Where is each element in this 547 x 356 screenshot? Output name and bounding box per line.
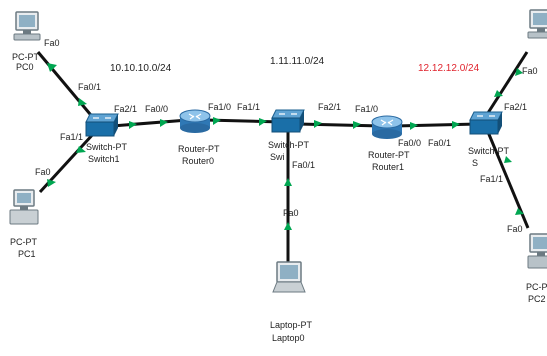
device-name-label: PC0 xyxy=(16,62,34,72)
device-type-label: Laptop-PT xyxy=(270,320,313,330)
link-light xyxy=(314,120,322,128)
device-name-label: Router1 xyxy=(372,162,404,172)
device-name-label: Swi xyxy=(270,152,285,162)
link-light xyxy=(47,179,56,187)
link-light xyxy=(504,156,512,163)
device-name-label: Switch1 xyxy=(88,154,120,164)
link-light xyxy=(259,118,267,126)
port-label: Fa0 xyxy=(522,66,538,76)
link-light xyxy=(213,117,221,125)
port-label: Fa2/1 xyxy=(114,104,137,114)
port-label: Fa1/0 xyxy=(355,104,378,114)
port-label: Fa1/0 xyxy=(208,102,231,112)
port-label: Fa0 xyxy=(507,224,523,234)
router-icon[interactable] xyxy=(179,109,211,133)
port-label: Fa2/1 xyxy=(318,102,341,112)
port-label: Fa0 xyxy=(35,167,51,177)
pc-icon[interactable] xyxy=(9,189,39,225)
subnet-right-label: 12.12.12.0/24 xyxy=(418,63,480,74)
link-light xyxy=(410,122,418,130)
link-router1-switchright[interactable] xyxy=(394,122,479,128)
link-switchmid-router1[interactable] xyxy=(297,122,383,128)
link-light xyxy=(160,119,168,127)
link-light xyxy=(353,121,361,129)
device-type-label: Switch-PT xyxy=(86,142,128,152)
link-switchright-pc3[interactable] xyxy=(484,51,529,117)
device-name-label: S xyxy=(472,158,478,168)
port-label: Fa1/1 xyxy=(60,132,83,142)
link-light xyxy=(284,178,292,186)
port-label: Fa0 xyxy=(44,38,60,48)
port-label: Fa0/1 xyxy=(292,160,315,170)
pc-icon[interactable] xyxy=(527,9,547,39)
link-light xyxy=(129,121,137,129)
link-light xyxy=(47,63,57,72)
port-label: Fa0/0 xyxy=(398,138,421,148)
laptop-icon[interactable] xyxy=(272,261,306,293)
port-label: Fa2/1 xyxy=(504,102,527,112)
link-light xyxy=(452,121,460,129)
port-label: Fa1/1 xyxy=(480,174,503,184)
link-light xyxy=(76,146,86,153)
switch-icon[interactable] xyxy=(85,113,119,137)
port-label: Fa0 xyxy=(283,208,299,218)
port-label: Fa0/1 xyxy=(78,82,101,92)
link-light xyxy=(494,90,503,97)
pc-icon[interactable] xyxy=(13,11,41,41)
subnet-left-label: 10.10.10.0/24 xyxy=(110,63,172,74)
device-type-label: PC-PT xyxy=(12,52,40,62)
port-label: Fa1/1 xyxy=(237,102,260,112)
device-type-label: PC-PT xyxy=(10,237,38,247)
device-type-label: Router-PT xyxy=(368,150,410,160)
switch-icon[interactable] xyxy=(271,109,305,133)
link-light xyxy=(78,98,87,106)
device-type-label: Router-PT xyxy=(178,144,220,154)
device-type-label: Switch-PT xyxy=(268,140,310,150)
port-label: Fa0/1 xyxy=(428,138,451,148)
device-name-label: Router0 xyxy=(182,156,214,166)
device-name-label: PC1 xyxy=(18,249,36,259)
link-light xyxy=(515,68,523,76)
link-switch1-router0[interactable] xyxy=(111,118,189,128)
device-type-label: PC-PT xyxy=(526,282,547,292)
switch-icon[interactable] xyxy=(469,111,503,135)
pc-icon[interactable] xyxy=(527,233,547,269)
router-icon[interactable] xyxy=(371,115,403,139)
device-name-label: Laptop0 xyxy=(272,333,305,343)
port-label: Fa0/0 xyxy=(145,104,168,114)
link-light xyxy=(284,222,292,230)
subnet-middle-label: 1.11.11.0/24 xyxy=(270,56,325,67)
link-light xyxy=(515,208,524,215)
device-type-label: Switch-PT xyxy=(468,146,510,156)
link-lights xyxy=(47,63,524,230)
device-name-label: PC2 xyxy=(528,294,546,304)
